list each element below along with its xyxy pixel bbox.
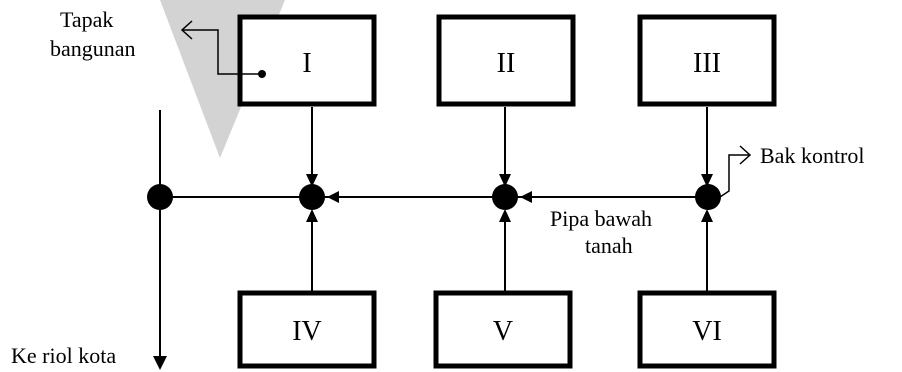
building-label-III: III <box>693 48 721 79</box>
node-outlet <box>147 184 173 210</box>
building-box-III <box>637 14 777 107</box>
bak-kontrol-label: Bak kontrol <box>760 143 865 168</box>
bak-kontrol-callout-line <box>719 154 750 198</box>
building-box-I <box>237 14 377 107</box>
node-II <box>492 184 518 210</box>
building-label-V: V <box>493 316 513 347</box>
building-box-V <box>433 290 573 369</box>
arrow-II-down <box>499 174 511 187</box>
outlet-arrowhead <box>153 356 167 370</box>
bangunan-label: bangunan <box>50 36 136 61</box>
bak-kontrol-callout-arrowhead <box>739 145 752 165</box>
arrow-IV-up <box>306 209 318 222</box>
building-box-II <box>436 14 576 107</box>
arrow-I-down <box>306 174 318 187</box>
arrow-VI-up <box>701 209 713 222</box>
building-label-VI: VI <box>692 316 722 347</box>
node-III <box>695 184 721 210</box>
pipa-label-line1: Pipa bawah <box>550 206 652 231</box>
tapak-callout-line <box>182 29 262 75</box>
tapak-label: Tapak <box>60 7 113 32</box>
tapak-callout-arrowhead <box>180 20 193 40</box>
pipa-label-line2: tanah <box>585 233 633 258</box>
building-label-II: II <box>497 48 516 79</box>
building-box-VI <box>637 290 777 369</box>
building-label-IV: IV <box>292 316 322 347</box>
arrow-III-down <box>701 174 713 187</box>
building-label-I: I <box>302 48 311 79</box>
ke-riol-kota-label: Ke riol kota <box>11 343 116 368</box>
node-I <box>299 184 325 210</box>
building-box-IV <box>237 290 377 369</box>
arrow-V-up <box>499 209 511 222</box>
arrow-main-left-1 <box>327 191 339 203</box>
arrow-main-left-2 <box>520 191 532 203</box>
